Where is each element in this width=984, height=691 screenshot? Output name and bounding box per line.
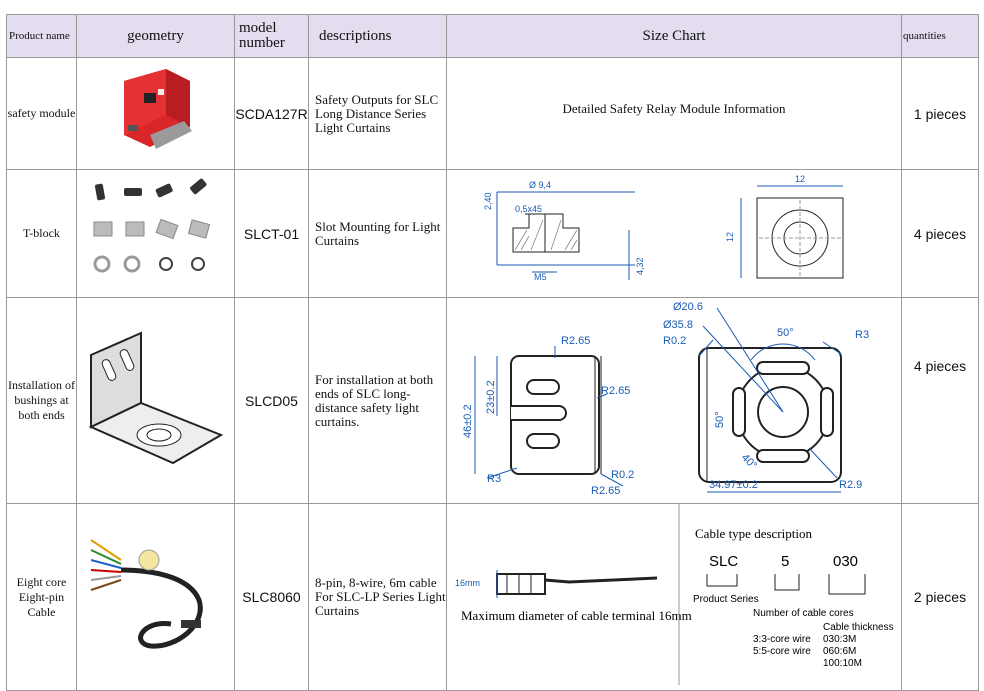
table-row: Installation of bushings at both ends SL…	[6, 297, 979, 504]
cable-label-cores: Number of cable cores	[753, 608, 854, 619]
cable-cores-5: 5:5-core wire	[753, 646, 811, 657]
cable-code-thickness: 030	[833, 553, 858, 570]
header-model-number: model number	[234, 14, 309, 58]
cable-thick-060: 060:6M	[823, 646, 856, 657]
header-quantities: quantities	[901, 14, 979, 58]
bracket-drawing: R2.65 R2.65 R2.65 R3 R0.2 46±0.2 23±0.2	[446, 297, 902, 504]
t-block-image	[76, 169, 235, 298]
dim-h12: 12	[725, 232, 735, 242]
row-quantity: 4 pieces	[901, 169, 979, 298]
table-row: T-block	[6, 169, 979, 298]
dim-h23: 23±0.2	[485, 380, 497, 414]
header-geometry: geometry	[76, 14, 235, 58]
row-model: SLC8060	[234, 503, 309, 691]
cable-image	[76, 503, 235, 691]
safety-module-image	[76, 57, 235, 170]
row-description: Safety Outputs for SLC Long Distance Ser…	[308, 57, 447, 170]
cable-thick-100: 100:10M	[823, 658, 862, 669]
dim-w3497: 34.97±0.2	[709, 479, 758, 491]
row-size-chart-text: Detailed Safety Relay Module Information	[446, 57, 902, 170]
dim-h432: 4,32	[635, 257, 645, 275]
row-description: 8-pin, 8-wire, 6m cable For SLC-LP Serie…	[308, 503, 447, 691]
dim-r265c: R2.65	[591, 485, 620, 497]
dim-r29: R2.9	[839, 479, 862, 491]
row-quantity: 2 pieces	[901, 503, 979, 691]
row-product-name: T-block	[6, 169, 77, 298]
header-row: Product name geometry model number descr…	[6, 14, 979, 58]
row-product-name: safety module	[6, 57, 77, 170]
dim-w12: 12	[795, 174, 805, 184]
t-block-drawing: Ø 9,4 0,5x45 2,40 M5 4,32 12 12	[446, 169, 902, 298]
dim-d358: Ø35.8	[663, 319, 693, 331]
dim-r265a: R2.65	[561, 335, 590, 347]
header-product-name: Product name	[6, 14, 77, 58]
cable-note: Maximum diameter of cable terminal 16mm	[461, 608, 692, 623]
row-model: SLCT-01	[234, 169, 309, 298]
dim-r02b: R0.2	[663, 335, 686, 347]
dim-a50b: 50°	[714, 411, 726, 428]
dim-r3a: R3	[487, 473, 501, 485]
dim-d206: Ø20.6	[673, 301, 703, 313]
header-size-chart: Size Chart	[446, 14, 902, 58]
row-description: Slot Mounting for Light Curtains	[308, 169, 447, 298]
dim-h46: 46±0.2	[462, 404, 474, 438]
row-product-name: Installation of bushings at both ends	[6, 297, 77, 504]
cable-code-series: SLC	[709, 553, 738, 570]
dim-r265b: R2.65	[601, 385, 630, 397]
dim-d94: Ø 9,4	[529, 180, 551, 190]
cable-type-title: Cable type description	[695, 526, 812, 541]
cable-label-thickness: Cable thickness	[823, 622, 894, 633]
row-description: For installation at both ends of SLC lon…	[308, 297, 447, 504]
row-quantity: 1 pieces	[901, 57, 979, 170]
row-model: SCDA127R	[234, 57, 309, 170]
dim-m5: M5	[534, 272, 547, 282]
cable-cores-3: 3:3-core wire	[753, 634, 811, 645]
dim-r02a: R0.2	[611, 469, 634, 481]
dim-c05: 0,5x45	[515, 204, 542, 214]
row-model: SLCD05	[234, 297, 309, 504]
row-product-name: Eight core Eight-pin Cable	[6, 503, 77, 691]
cable-dim-label: 16mm	[455, 578, 480, 588]
dim-h240: 2,40	[483, 192, 493, 210]
cable-label-series: Product Series	[693, 594, 759, 605]
cable-drawing: 16mm Maximum diameter of cable terminal …	[446, 503, 902, 691]
product-table: Product name geometry model number descr…	[6, 14, 979, 691]
table-row: Eight core Eight-pin Cable SLC8060 8-pin…	[6, 503, 979, 691]
table-row: safety module SCDA127R Safety Outputs fo…	[6, 57, 979, 170]
cable-code-cores: 5	[781, 553, 789, 570]
bracket-image	[76, 297, 235, 504]
header-descriptions: descriptions	[308, 14, 447, 58]
row-quantity: 4 pieces	[901, 297, 979, 504]
cable-thick-030: 030:3M	[823, 634, 856, 645]
dim-r3b: R3	[855, 329, 869, 341]
dim-a50a: 50°	[777, 327, 794, 339]
